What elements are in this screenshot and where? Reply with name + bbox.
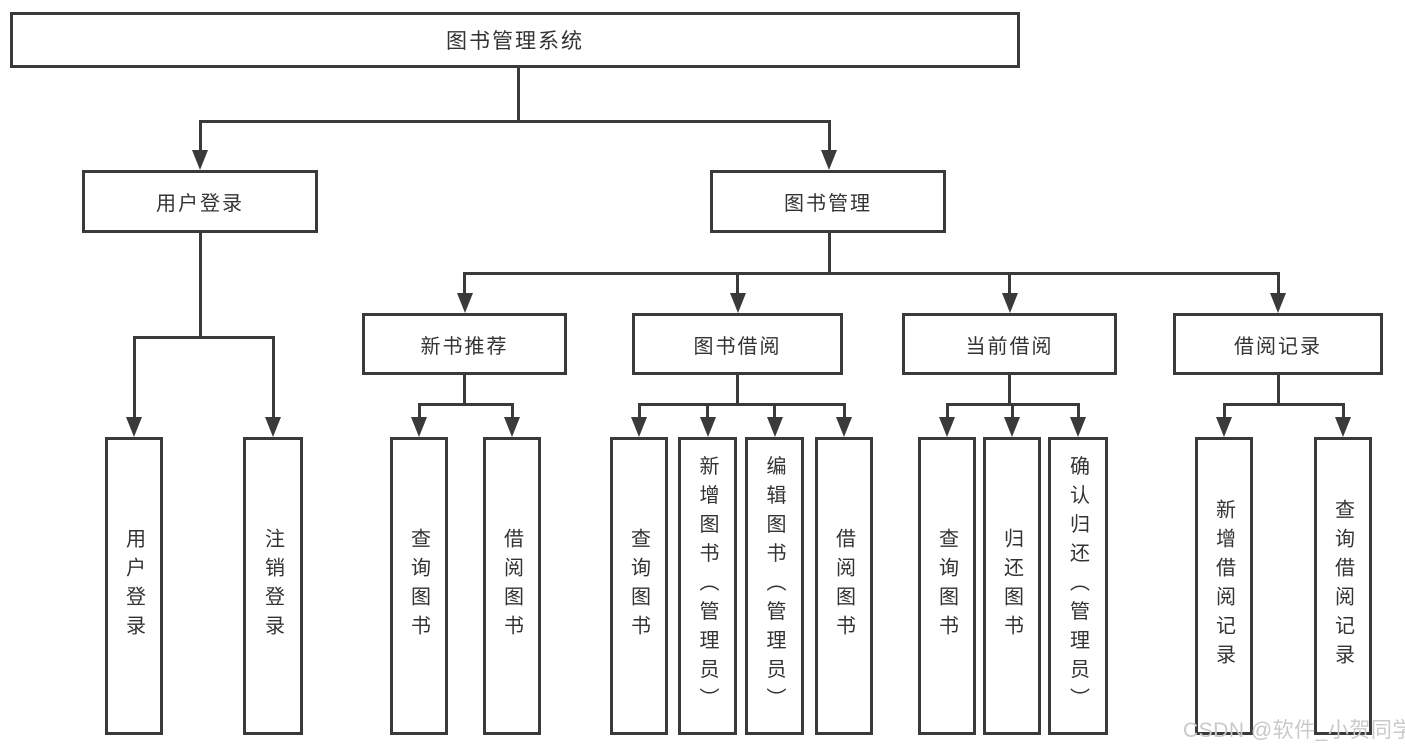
leaf-query-books-1: 查询图书 — [390, 437, 448, 735]
connector-line — [1276, 375, 1280, 403]
connector-line — [1341, 403, 1345, 417]
arrowhead-down-icon — [821, 150, 837, 170]
connector-line — [516, 68, 520, 120]
arrowhead-down-icon — [456, 293, 473, 313]
connector-line — [1008, 272, 1011, 293]
leaf-add-books-admin: 新增图书（管理员） — [678, 437, 737, 735]
connector-line — [463, 272, 466, 293]
node-book-management: 图书管理 — [710, 170, 946, 233]
connector-line — [463, 272, 1280, 275]
connector-line — [736, 272, 739, 293]
connector-line — [736, 375, 739, 403]
arrowhead-down-icon — [1216, 417, 1232, 437]
leaf-query-borrow-record: 查询借阅记录 — [1314, 437, 1372, 735]
connector-line — [827, 120, 831, 150]
leaf-label: 借阅图书 — [500, 528, 523, 644]
connector-line — [1222, 403, 1226, 417]
arrowhead-down-icon — [836, 417, 852, 437]
leaf-label: 新增图书（管理员） — [696, 455, 718, 717]
connector-line — [198, 120, 202, 150]
leaf-label: 查询借阅记录 — [1331, 499, 1354, 673]
csdn-watermark: CSDN @软件_小贺同学 — [1183, 719, 1405, 742]
connector-line — [706, 403, 709, 417]
connector-line — [637, 403, 846, 406]
node-user-login: 用户登录 — [82, 170, 318, 233]
connector-line — [773, 403, 776, 417]
node-borrowing-records: 借阅记录 — [1173, 313, 1383, 375]
node-new-book-recommend: 新书推荐 — [362, 313, 567, 375]
connector-line — [842, 403, 846, 417]
arrowhead-down-icon — [265, 417, 281, 437]
connector-line — [132, 336, 275, 339]
leaf-return-books: 归还图书 — [983, 437, 1041, 735]
connector-line — [1276, 272, 1280, 293]
leaf-add-borrow-record: 新增借阅记录 — [1195, 437, 1253, 735]
leaf-label: 查询图书 — [407, 528, 430, 644]
leaf-borrow-books-1: 借阅图书 — [483, 437, 541, 735]
leaf-query-books-3: 查询图书 — [918, 437, 976, 735]
connector-line — [1222, 403, 1345, 406]
connector-line — [198, 233, 202, 336]
leaf-label: 查询图书 — [627, 528, 650, 644]
arrowhead-down-icon — [631, 417, 647, 437]
node-book-borrowing: 图书借阅 — [632, 313, 843, 375]
arrowhead-down-icon — [411, 417, 427, 437]
connector-line — [637, 403, 641, 417]
leaf-label: 查询图书 — [935, 528, 958, 644]
leaf-query-books-2: 查询图书 — [610, 437, 668, 735]
arrowhead-down-icon — [1270, 293, 1286, 313]
arrowhead-down-icon — [1001, 293, 1018, 313]
arrowhead-down-icon — [126, 417, 142, 437]
connector-line — [827, 233, 831, 272]
arrowhead-down-icon — [729, 293, 746, 313]
connector-line — [463, 375, 466, 403]
connector-line — [417, 403, 514, 406]
arrowhead-down-icon — [699, 417, 716, 437]
arrowhead-down-icon — [1335, 417, 1351, 437]
arrowhead-down-icon — [939, 417, 955, 437]
connector-line — [271, 336, 275, 417]
leaf-label: 编辑图书（管理员） — [763, 455, 785, 717]
connector-line — [417, 403, 421, 417]
leaf-borrow-books-2: 借阅图书 — [815, 437, 873, 735]
arrowhead-down-icon — [766, 417, 783, 437]
leaf-label: 借阅图书 — [832, 528, 855, 644]
node-library-management-system: 图书管理系统 — [10, 12, 1020, 68]
leaf-edit-books-admin: 编辑图书（管理员） — [745, 437, 804, 735]
connector-line — [510, 403, 514, 417]
leaf-label: 新增借阅记录 — [1212, 499, 1235, 673]
node-current-borrowing: 当前借阅 — [902, 313, 1117, 375]
leaf-logout: 注销登录 — [243, 437, 303, 735]
connector-line — [945, 403, 949, 417]
arrowhead-down-icon — [1004, 417, 1020, 437]
leaf-confirm-return-admin: 确认归还（管理员） — [1048, 437, 1108, 735]
leaf-label: 注销登录 — [261, 528, 284, 644]
connector-line — [1076, 403, 1080, 417]
leaf-label: 确认归还（管理员） — [1066, 455, 1089, 717]
leaf-label: 归还图书 — [1000, 528, 1023, 644]
arrowhead-down-icon — [504, 417, 520, 437]
connector-line — [1008, 375, 1011, 403]
leaf-user-login: 用户登录 — [105, 437, 163, 735]
connector-line — [1010, 403, 1014, 417]
leaf-label: 用户登录 — [122, 528, 145, 644]
connector-line — [198, 120, 831, 123]
arrowhead-down-icon — [192, 150, 208, 170]
connector-line — [132, 336, 136, 417]
arrowhead-down-icon — [1070, 417, 1086, 437]
